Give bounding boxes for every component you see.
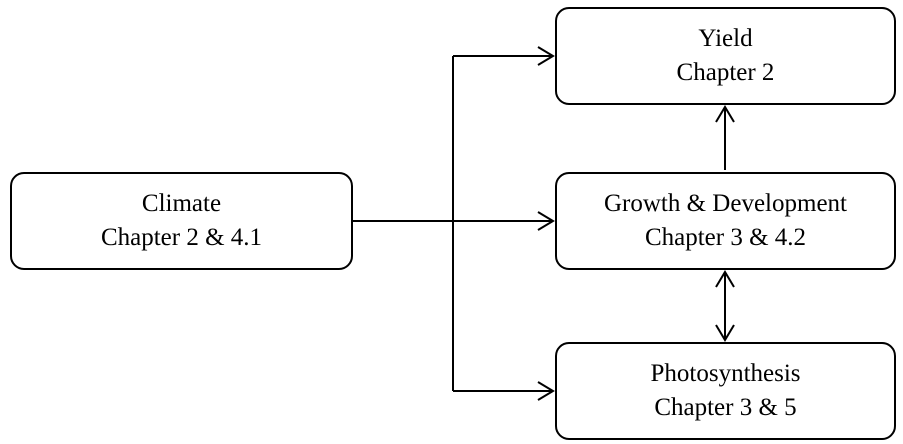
yield-title: Yield [698, 25, 753, 52]
growth-node: Growth & Development Chapter 3 & 4.2 [555, 172, 896, 270]
climate-subtitle: Chapter 2 & 4.1 [100, 224, 263, 251]
photosynthesis-title: Photosynthesis [650, 360, 801, 387]
arrowhead-growth-yield [715, 105, 735, 123]
arrowhead-yield [537, 46, 555, 66]
arrowhead-photosynthesis [537, 381, 555, 401]
climate-title: Climate [141, 190, 222, 217]
climate-node: Climate Chapter 2 & 4.1 [10, 172, 353, 270]
arrowhead-growth [537, 211, 555, 231]
photosynthesis-subtitle: Chapter 3 & 5 [654, 394, 797, 421]
photosynthesis-node: Photosynthesis Chapter 3 & 5 [555, 342, 896, 440]
yield-subtitle: Chapter 2 [676, 59, 775, 86]
arrowhead-growth-photo-up [715, 270, 735, 288]
arrowhead-growth-photo-down [715, 324, 735, 342]
growth-subtitle: Chapter 3 & 4.2 [644, 224, 807, 251]
growth-title: Growth & Development [603, 190, 847, 217]
yield-node: Yield Chapter 2 [555, 7, 896, 105]
